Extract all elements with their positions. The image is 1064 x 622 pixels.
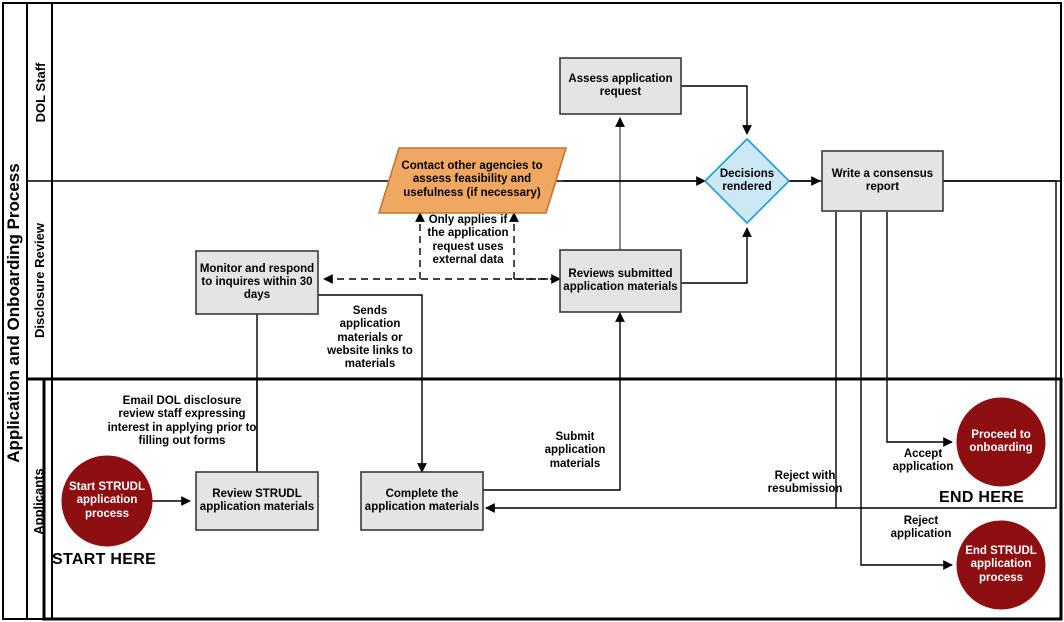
node-review-strudl-materials[interactable] — [195, 471, 319, 531]
node-decisions-rendered[interactable] — [703, 137, 791, 225]
node-shape-group — [61, 57, 1046, 610]
edge-label-submit-materials: Submit application materials — [544, 431, 606, 470]
edge-assess-to-decision — [681, 85, 752, 135]
lane-label-applicants: Applicants — [31, 468, 46, 535]
edge-complete-to-reviews-submit — [483, 312, 625, 491]
dashed-connector-group — [323, 212, 561, 284]
edge-label-accept-application: Accept application — [892, 448, 954, 474]
node-end-strudl[interactable] — [956, 520, 1046, 610]
edge-monitor-to-review-sends — [318, 294, 427, 473]
node-complete-application-materials[interactable] — [360, 471, 484, 531]
edge-report-to-complete-resubmission — [485, 180, 1057, 513]
edge-label-email-dol: Email DOL disclosure review staff expres… — [107, 395, 257, 447]
marker-end-here: END HERE — [939, 489, 1025, 506]
marker-start-here: START HERE — [52, 551, 157, 568]
node-assess-application-request[interactable] — [559, 57, 682, 115]
lane-label-disclosure-review: Disclosure Review — [32, 223, 47, 338]
lane-label-dol-staff: DOL Staff — [33, 62, 48, 123]
node-proceed-to-onboarding[interactable] — [956, 397, 1046, 487]
edge-label-sends-materials: Sends application materials or website l… — [327, 305, 413, 371]
node-monitor-and-respond[interactable] — [195, 250, 319, 315]
node-write-consensus-report[interactable] — [821, 150, 944, 212]
node-start-strudl[interactable] — [61, 455, 153, 547]
edge-reviews-to-decision — [681, 227, 752, 284]
node-contact-other-agencies[interactable] — [377, 147, 568, 214]
edge-label-reject-with-resubmission: Reject with resubmission — [767, 470, 843, 496]
node-reviews-submitted-materials[interactable] — [559, 249, 682, 313]
edge-report-accept-onboarding — [886, 212, 953, 447]
edge-label-only-applies: Only applies if the application request … — [427, 214, 509, 266]
pool-title: Application and Onboarding Process — [4, 163, 23, 463]
connector-group — [152, 85, 1057, 570]
edge-report-reject-end — [860, 212, 953, 570]
edge-label-reject-application: Reject application — [890, 515, 952, 541]
